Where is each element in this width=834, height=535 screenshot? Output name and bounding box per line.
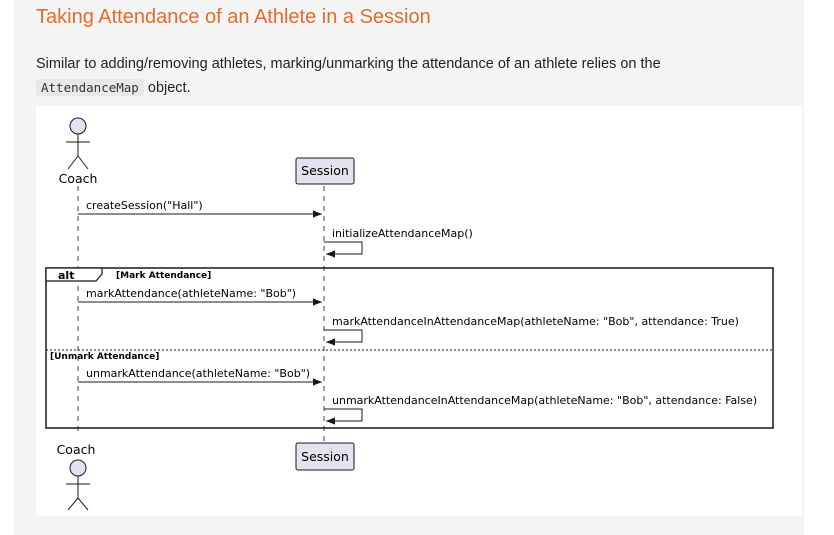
message-create-session: createSession("Hall"): [86, 199, 203, 212]
intro-paragraph: Similar to adding/removing athletes, mar…: [36, 53, 776, 100]
fragment-type: alt: [58, 269, 74, 282]
fragment-guard-mark: [Mark Attendance]: [116, 271, 211, 281]
section-heading: Taking Attendance of an Athlete in a Ses…: [36, 6, 431, 28]
arrow-mark-in-map: [324, 329, 363, 346]
intro-text-end: object.: [147, 80, 191, 96]
message-unmark-in-map: unmarkAttendanceInAttendanceMap(athleteN…: [332, 394, 757, 407]
inline-code: AttendanceMap: [36, 79, 144, 96]
session-box-bottom: [295, 442, 355, 471]
alt-fragment-tab: [45, 267, 103, 282]
alt-fragment: [45, 267, 774, 429]
session-label-bottom: Session: [301, 449, 349, 464]
sequence-diagram: Coach Session createSession("Hall") init…: [36, 106, 802, 516]
fragment-guard-unmark: [Unmark Attendance]: [50, 352, 159, 362]
message-mark-in-map: markAttendanceInAttendanceMap(athleteNam…: [332, 315, 739, 328]
sequence-diagram-svg: Coach Session createSession("Hall") init…: [45, 117, 774, 511]
arrow-unmark-in-map: [324, 408, 363, 425]
coach-label-top: Coach: [59, 171, 98, 186]
message-unmark-attendance: unmarkAttendance(athleteName: "Bob"): [86, 367, 310, 380]
coach-label-bottom: Coach: [57, 442, 96, 457]
session-label-top: Session: [301, 163, 349, 178]
arrow-init-map: [324, 241, 363, 258]
session-box-top: [295, 157, 355, 185]
coach-actor-top-icon: [66, 117, 90, 170]
message-mark-attendance: markAttendance(athleteName: "Bob"): [86, 287, 296, 300]
intro-text: Similar to adding/removing athletes, mar…: [36, 56, 661, 72]
message-init-map: initializeAttendanceMap(): [332, 227, 473, 240]
coach-actor-bottom-icon: [66, 459, 90, 511]
